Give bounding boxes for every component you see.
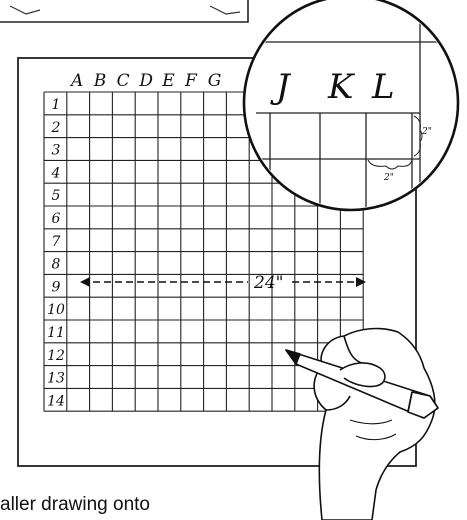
magnifier-column-label-l: L	[371, 67, 395, 107]
row-label: 1	[52, 97, 61, 113]
column-label: F	[184, 71, 198, 91]
row-label: 8	[52, 257, 61, 273]
column-label: C	[117, 71, 130, 91]
row-label: 2	[51, 120, 61, 136]
column-label: E	[161, 71, 175, 91]
column-label: D	[138, 71, 153, 91]
magnifier-height-label: 2"	[421, 127, 432, 137]
row-label: 11	[47, 325, 65, 341]
column-label: A	[69, 71, 83, 91]
row-label: 3	[52, 143, 61, 159]
row-label: 9	[52, 279, 61, 295]
column-label: G	[208, 71, 222, 91]
row-label: 14	[47, 393, 65, 409]
measurement-label: 24"	[253, 273, 283, 293]
row-label: 4	[51, 165, 61, 181]
row-label: 12	[47, 348, 65, 364]
top-frame-fragment	[0, 0, 248, 22]
column-label: B	[93, 71, 107, 91]
row-label: 7	[52, 234, 61, 250]
caption-text: aller drawing onto	[0, 494, 150, 516]
row-label: 6	[52, 211, 61, 227]
row-label: 13	[47, 371, 65, 387]
magnifier-width-label: 2"	[383, 173, 394, 183]
row-label: 10	[47, 302, 65, 318]
magnifier-column-label-k: K	[327, 67, 356, 107]
row-label: 5	[52, 188, 61, 204]
